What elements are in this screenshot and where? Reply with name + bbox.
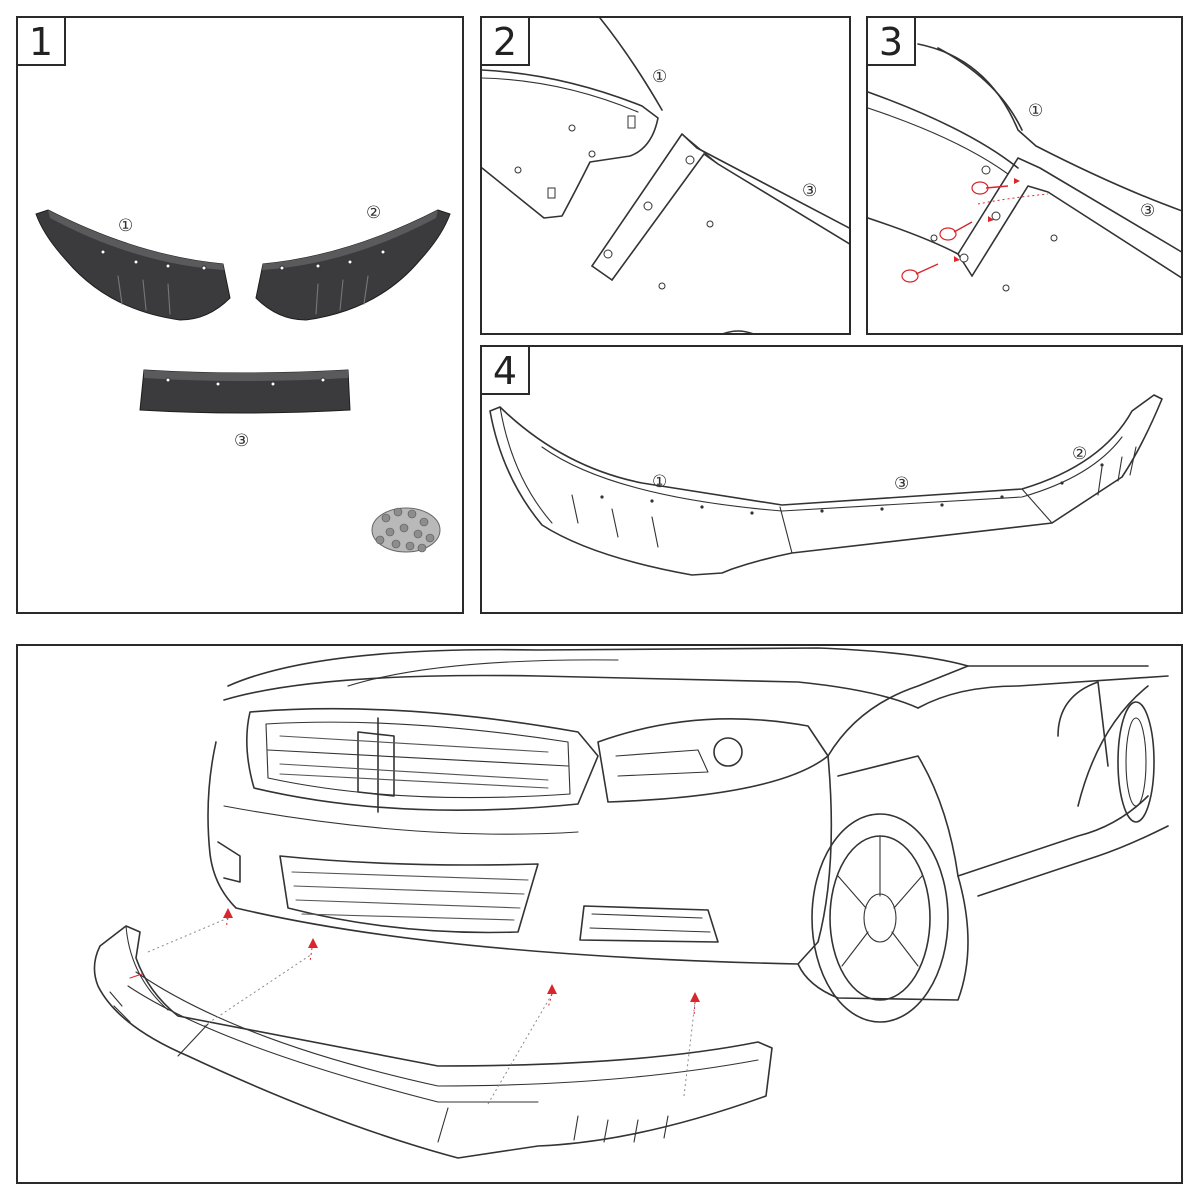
- assembled-splitter-illustration: ① ③ ②: [489, 394, 1163, 576]
- callout-part-1: ①: [652, 67, 667, 87]
- panel-step-2: 2 ① ③: [480, 16, 851, 335]
- alignment-guide-lines: [147, 917, 696, 1105]
- screws-hardware-pile: [371, 507, 441, 553]
- callout-part-1: ①: [1028, 101, 1043, 121]
- callout-part-3: ③: [894, 474, 909, 494]
- screw-icon: [939, 216, 994, 241]
- mounting-point-markers: [223, 908, 700, 1002]
- panel-step-1: 1 ① ② ③: [16, 16, 464, 614]
- callout-part-1: ①: [118, 216, 133, 236]
- screw-icon: [901, 256, 960, 283]
- step-number-3: 3: [868, 18, 916, 66]
- part-3-center-splitter: [139, 369, 351, 414]
- screw-fastening-illustration: ① ③: [868, 43, 1181, 292]
- step-number-1: 1: [18, 18, 66, 66]
- front-lip-splitter: [93, 925, 773, 1159]
- part-2-right-splitter: [255, 209, 451, 321]
- part-1-left-splitter: [35, 209, 231, 321]
- screw-icon: [971, 178, 1020, 195]
- part-3-end: [591, 133, 849, 333]
- callout-part-3: ③: [802, 181, 817, 201]
- callout-part-3: ③: [234, 431, 249, 451]
- callout-part-1: ①: [652, 472, 667, 492]
- panel-installation: [16, 644, 1183, 1184]
- callout-part-3: ③: [1140, 201, 1155, 221]
- step-number-2: 2: [482, 18, 530, 66]
- part-1-corner: [482, 18, 663, 219]
- parts-overview-illustration: ① ② ③: [35, 203, 451, 553]
- panel-step-4: 4 ① ③ ②: [480, 345, 1183, 614]
- panel-step-3: 3 ① ③: [866, 16, 1183, 335]
- car-installation-illustration: [93, 647, 1169, 1159]
- alignment-detail-illustration: ① ③: [482, 18, 849, 333]
- callout-part-2: ②: [1072, 444, 1087, 464]
- step-number-4: 4: [482, 347, 530, 395]
- callout-part-2: ②: [366, 203, 381, 223]
- car-front-body: [207, 647, 1169, 1023]
